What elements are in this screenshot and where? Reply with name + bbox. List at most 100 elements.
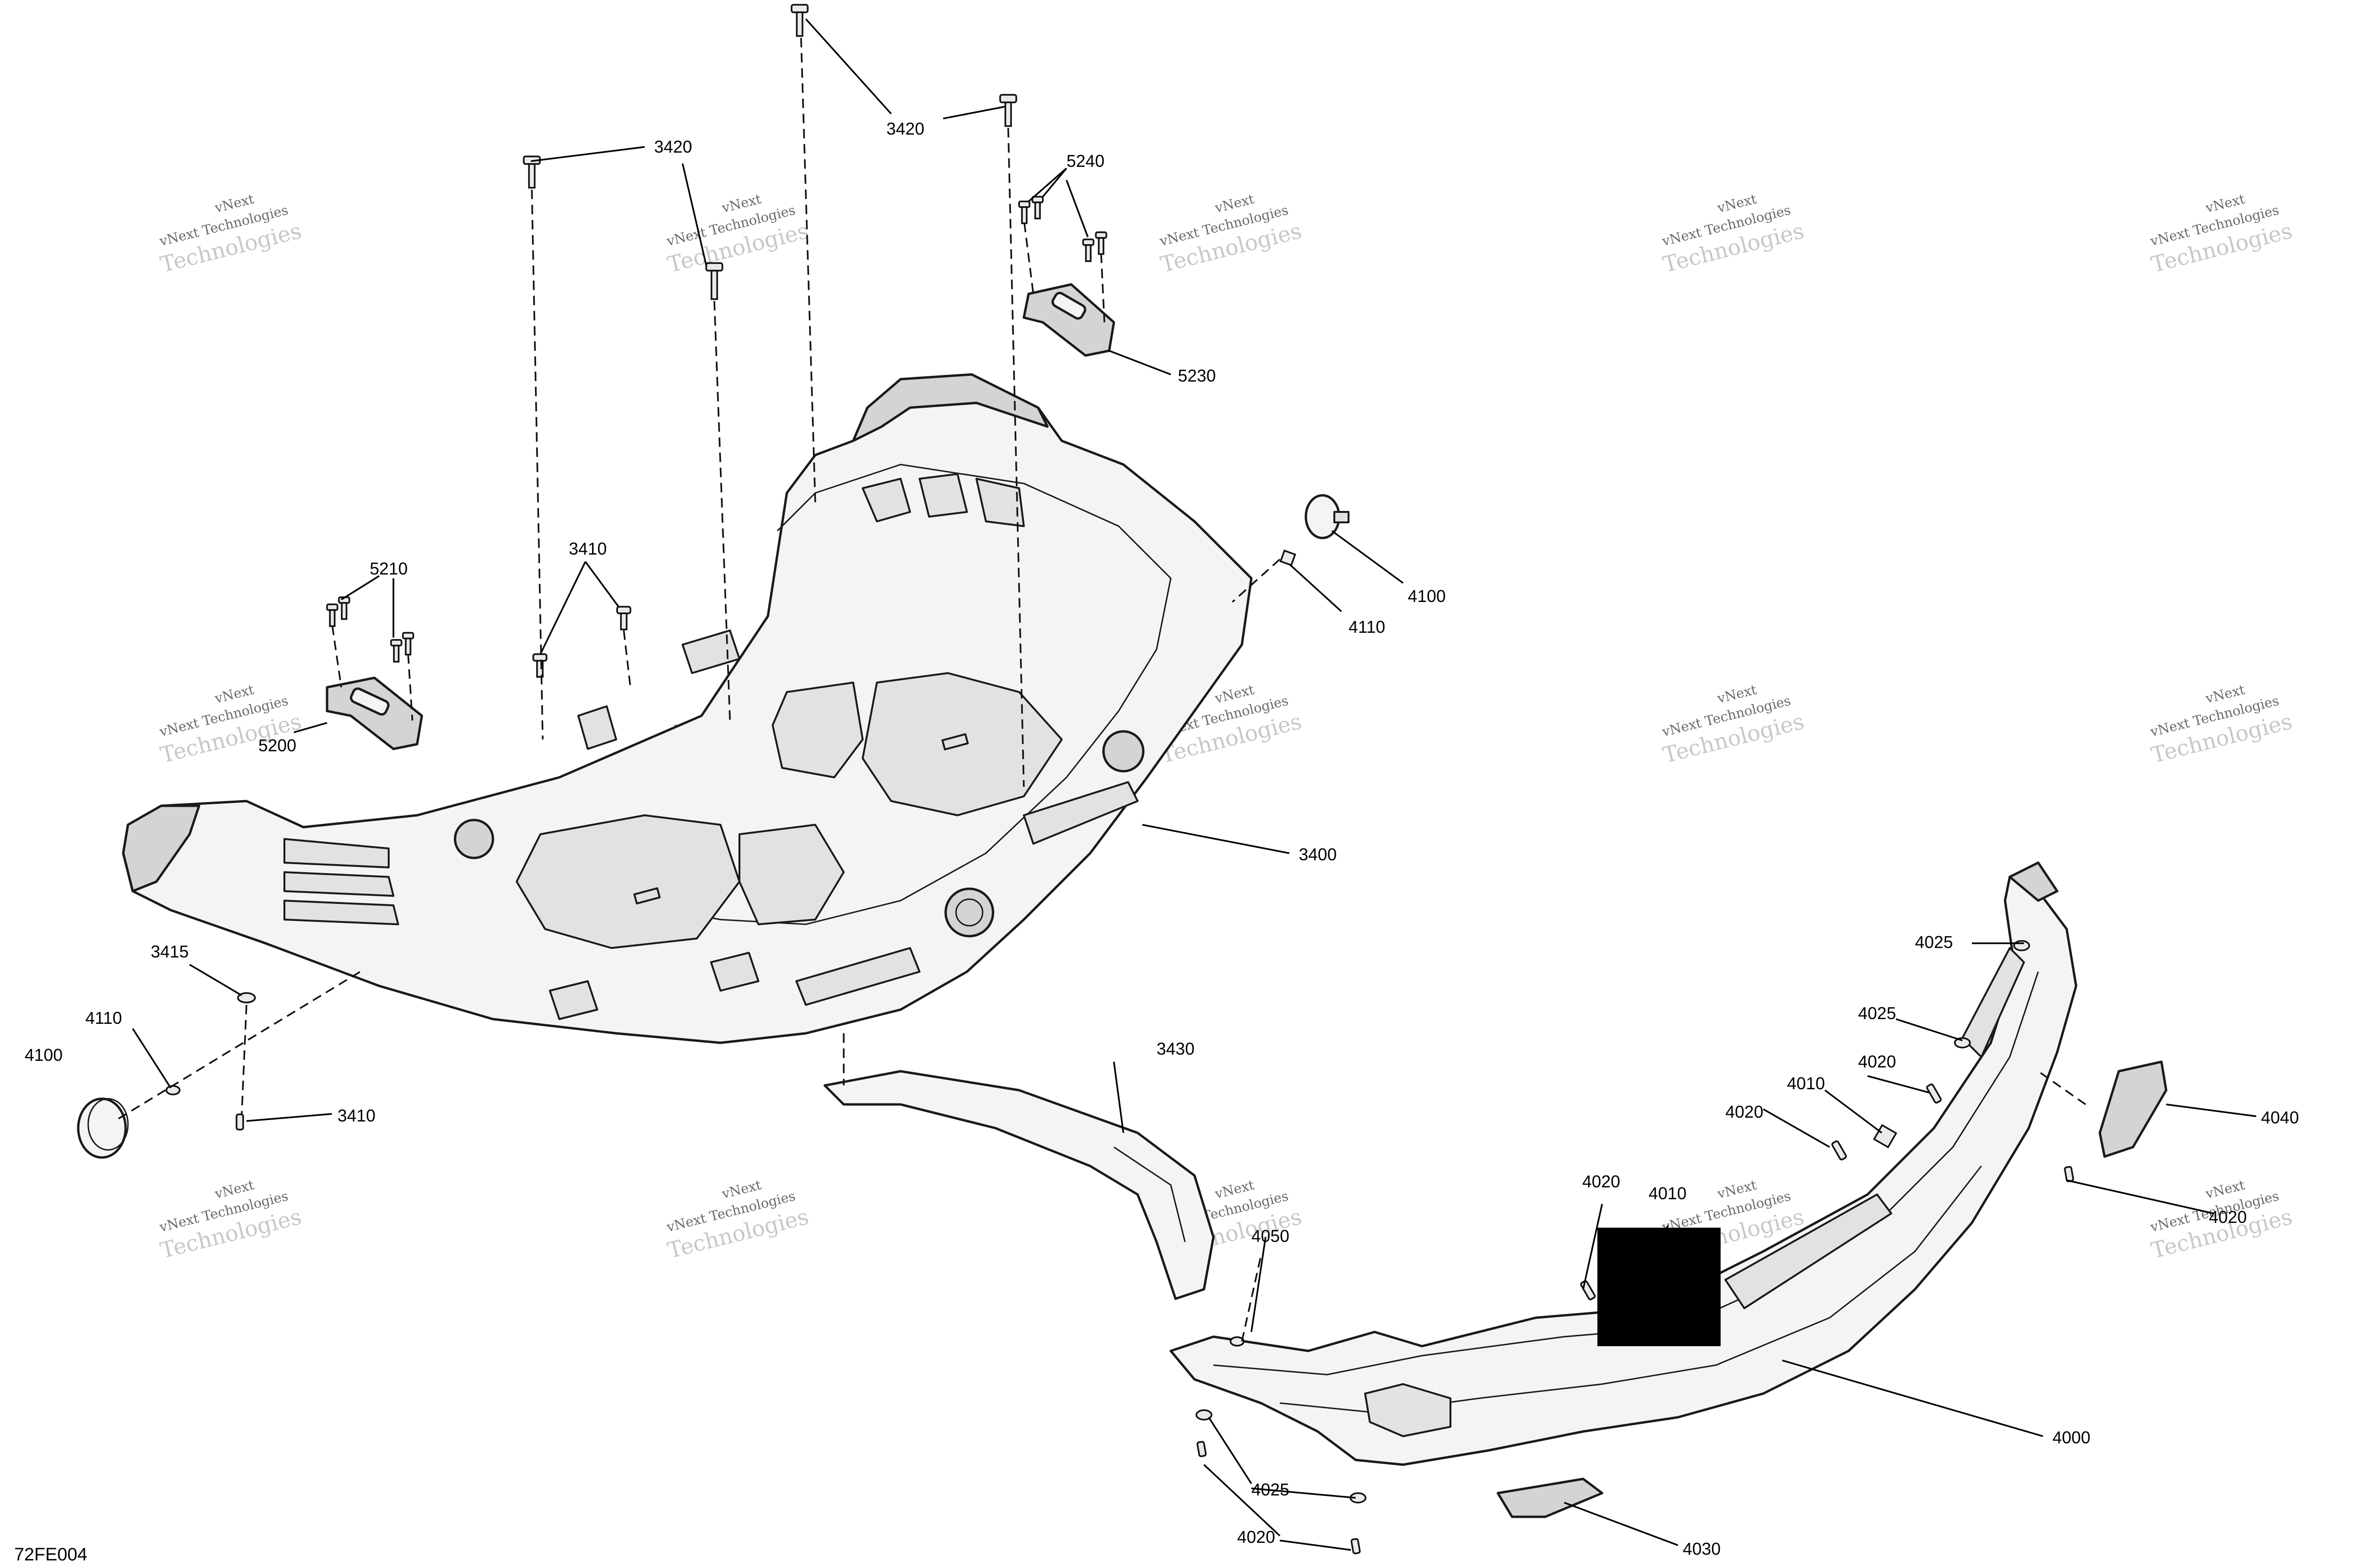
skid-plate-center-panel-2 <box>772 682 864 778</box>
trim-4030 <box>1496 1477 1604 1518</box>
skid-plate-front-panel <box>516 814 740 949</box>
callout-5230: 5230 <box>1178 366 1216 385</box>
bumper-fog-pocket <box>1364 1383 1451 1437</box>
screw-icon <box>791 4 809 37</box>
bumper-upper-vent <box>1724 1194 1892 1309</box>
redaction-box <box>1597 1228 1721 1346</box>
bracket-5200-body <box>326 676 423 750</box>
bumper-body <box>1169 875 2078 1466</box>
washer-icon <box>165 1085 181 1095</box>
rear-guard-fold <box>1113 1146 1186 1242</box>
screw-icon <box>616 606 631 630</box>
callout-3420: 3420 <box>654 137 692 156</box>
clip-icon <box>1873 1124 1897 1149</box>
callouts: 3420 3420 5240 5230 4100 4110 3410 5210 … <box>25 119 2299 1559</box>
clip-icon <box>1279 549 1296 566</box>
callout-4100: 4100 <box>1408 586 1446 606</box>
callout-4110: 4110 <box>1349 617 1385 637</box>
plug-4100-right-stem <box>1333 511 1349 523</box>
plug-4100-left-rim <box>87 1098 129 1151</box>
bracket-5230 <box>1022 283 1115 357</box>
screw-icon <box>1350 1538 1361 1555</box>
washer-icon <box>237 992 256 1003</box>
callout-4025: 4025 <box>1251 1480 1289 1499</box>
bumper-upper-crease <box>1213 971 2039 1376</box>
screw-icon <box>532 653 547 678</box>
skid-plate-pocket <box>283 871 394 897</box>
plug-4100-left <box>77 1097 129 1159</box>
skid-plate-3400 <box>122 373 1253 1044</box>
bumper-side-vent <box>1961 947 2025 1058</box>
skid-plate-mount-tab <box>710 952 759 992</box>
callout-5200: 5200 <box>258 736 296 755</box>
bumper-top-clip <box>2008 861 2059 902</box>
skid-plate-access-hole-left <box>454 819 494 859</box>
callout-4020: 4020 <box>1237 1527 1275 1547</box>
callout-4000: 4000 <box>2052 1428 2090 1447</box>
fasteners <box>165 4 2074 1555</box>
callout-5240: 5240 <box>1066 151 1104 171</box>
callout-4020: 4020 <box>1858 1052 1896 1071</box>
screw-icon <box>1018 201 1030 224</box>
washer-icon <box>1230 1336 1245 1347</box>
leader-lines <box>132 18 2257 1551</box>
watermark: vNext vNext Technologies Technologies <box>157 191 304 277</box>
callout-4110: 4110 <box>85 1008 122 1028</box>
skid-plate-pocket <box>283 900 399 925</box>
skid-plate-body <box>122 373 1253 1044</box>
watermark: vNext vNext Technologies Technologies <box>2148 191 2295 277</box>
callout-4040: 4040 <box>2261 1108 2299 1127</box>
washer-icon <box>1195 1409 1212 1421</box>
skid-plate-pocket <box>862 478 911 522</box>
callout-4025: 4025 <box>1915 932 1953 952</box>
screw-icon <box>705 262 723 300</box>
callout-4020: 4020 <box>1582 1172 1620 1191</box>
trim-4040 <box>2098 1060 2168 1158</box>
screw-icon <box>999 94 1017 127</box>
plug-4100-right <box>1304 494 1349 539</box>
skid-plate-pocket <box>919 473 968 518</box>
bracket-5230-slot <box>1051 292 1086 320</box>
skid-plate-mount-tab <box>682 629 740 674</box>
watermark: vNext vNext Technologies Technologies <box>665 191 811 277</box>
callout-3410: 3410 <box>569 539 607 558</box>
screw-icon <box>236 1113 244 1130</box>
skid-plate-pocket <box>975 478 1025 527</box>
callout-4025: 4025 <box>1858 1003 1896 1023</box>
callout-5210: 5210 <box>370 559 408 578</box>
watermark: vNext vNext Technologies Technologies <box>1660 191 1806 277</box>
trim-4030-body <box>1496 1477 1604 1518</box>
screw-icon <box>1831 1140 1847 1161</box>
callout-4030: 4030 <box>1683 1539 1721 1559</box>
watermark: vNext vNext Technologies Technologies <box>1158 191 1304 277</box>
screw-icon <box>338 596 350 620</box>
screw-icon <box>390 639 402 663</box>
callout-4020: 4020 <box>1725 1102 1763 1121</box>
bracket-5200-slot <box>350 687 390 716</box>
bracket-5200 <box>326 676 423 750</box>
callout-4100: 4100 <box>25 1045 63 1065</box>
callout-4050: 4050 <box>1251 1226 1289 1246</box>
skid-plate-drain-hole <box>944 887 994 938</box>
rear-guard-3430 <box>823 1070 1215 1300</box>
rear-guard-body <box>823 1070 1215 1300</box>
callout-3415: 3415 <box>151 942 189 961</box>
trim-4040-body <box>2098 1060 2168 1158</box>
skid-plate-left-flange <box>122 804 201 893</box>
front-bumper-4000 <box>1169 861 2078 1466</box>
callout-4020: 4020 <box>2209 1207 2247 1227</box>
callout-3400: 3400 <box>1299 845 1337 864</box>
skid-plate-pocket <box>283 838 390 868</box>
screw-icon <box>1196 1440 1207 1458</box>
washer-icon <box>2013 940 2030 951</box>
skid-plate-access-hole <box>1102 730 1145 773</box>
bracket-5230-body <box>1022 283 1115 357</box>
callout-4010: 4010 <box>1787 1074 1825 1093</box>
skid-plate-mount-tab <box>577 705 617 750</box>
screw-icon <box>1580 1280 1596 1301</box>
callout-4010: 4010 <box>1649 1184 1686 1203</box>
callout-3410: 3410 <box>337 1106 375 1125</box>
watermark: vNext vNext Technologies Technologies <box>157 1177 304 1263</box>
screw-icon <box>1926 1083 1942 1104</box>
